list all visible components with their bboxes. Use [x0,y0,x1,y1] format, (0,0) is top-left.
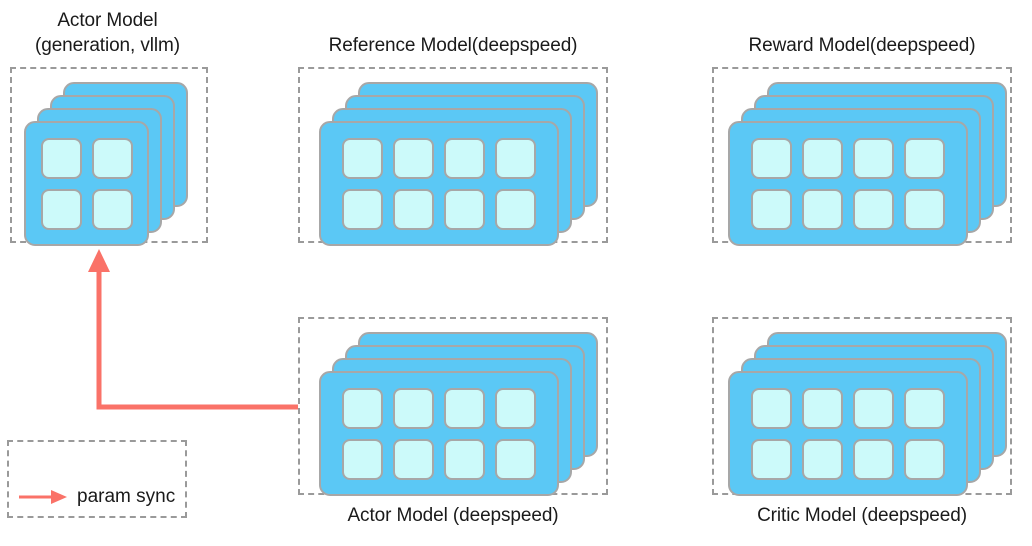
card-cell [751,438,792,480]
card-layer-1 [319,371,559,496]
card-cell [91,188,133,230]
group-container-actor-deepspeed [298,317,608,496]
group-title-reward: Reward Model(deepspeed) [748,35,976,56]
card-layer-1 [728,121,968,246]
card-cell [495,387,536,429]
card-cell [751,137,792,179]
legend-arrow-icon [19,490,67,504]
card-cell [853,137,894,179]
card-cell-grid [321,373,557,494]
card-cell [904,387,945,429]
card-cell [444,438,485,480]
card-stack-reference [300,69,606,246]
card-cell [802,438,843,480]
card-cell-grid [730,373,966,494]
group-container-reward [712,67,1012,246]
legend-label-param-sync: param sync [77,486,176,507]
card-cell [393,438,434,480]
card-cell [40,137,82,179]
card-cell [342,387,383,429]
card-stack-reward [714,69,1010,246]
card-cell [444,137,485,179]
card-stack-critic [714,319,1010,496]
card-layer-1 [24,121,149,246]
group-title-critic: Critic Model (deepspeed) [757,505,967,526]
card-cell-grid [321,123,557,244]
card-cell [342,137,383,179]
card-cell [444,188,485,230]
card-layer-1 [728,371,968,496]
card-cell [393,188,434,230]
card-cell [495,188,536,230]
card-stack-actor-vllm [12,69,206,246]
card-cell [495,137,536,179]
card-cell [751,188,792,230]
card-cell [342,188,383,230]
card-cell [802,387,843,429]
card-cell [802,137,843,179]
card-layer-1 [319,121,559,246]
card-cell [802,188,843,230]
card-stack-actor-deepspeed [300,319,606,496]
card-cell [904,438,945,480]
card-cell [751,387,792,429]
group-title-actor-vllm: Actor Model (generation, vllm) [35,10,180,56]
legend-item-param-sync: param sync [17,486,175,508]
card-cell [904,188,945,230]
card-cell [853,387,894,429]
card-cell-grid [730,123,966,244]
card-cell [853,438,894,480]
card-cell [91,137,133,179]
group-container-actor-vllm [10,67,208,246]
card-cell [342,438,383,480]
legend-container: param sync [7,440,187,518]
card-cell-grid [26,123,147,244]
card-cell [40,188,82,230]
group-title-actor-deepspeed: Actor Model (deepspeed) [347,505,559,526]
group-container-reference [298,67,608,246]
card-cell [444,387,485,429]
card-cell [393,387,434,429]
card-cell [904,137,945,179]
group-title-reference: Reference Model(deepspeed) [328,35,578,56]
card-cell [853,188,894,230]
card-cell [495,438,536,480]
card-cell [393,137,434,179]
group-container-critic [712,317,1012,496]
